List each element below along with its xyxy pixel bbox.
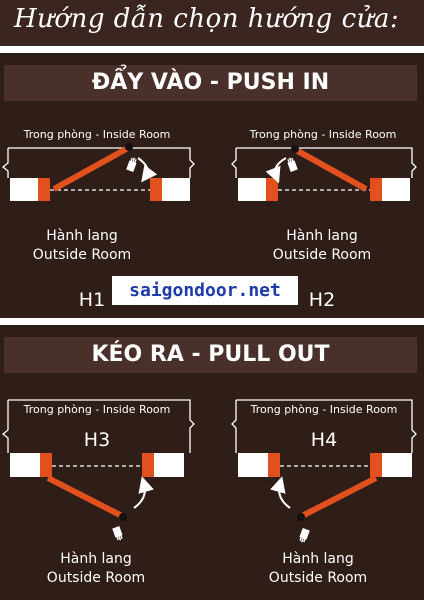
left-frame — [10, 453, 40, 477]
swing-arrow-icon — [137, 157, 158, 183]
hand-push-icon — [126, 157, 137, 172]
right-frame — [162, 178, 190, 201]
right-frame — [382, 453, 412, 477]
pull-out-header: KÉO RA - PULL OUT — [4, 337, 417, 373]
right-jamb — [142, 453, 154, 477]
left-frame — [10, 178, 38, 201]
swing-arrow-icon — [133, 476, 154, 509]
divider-top — [0, 46, 424, 53]
right-jamb — [370, 178, 382, 201]
outside-label-2: Outside Room — [33, 247, 131, 263]
page-title: Hướng dẫn chọn hướng cửa: — [14, 4, 400, 34]
watermark-box: saigondoor.net — [112, 276, 298, 305]
diagram-code: H1 — [79, 289, 105, 311]
outside-label-1: Hành lang — [46, 228, 118, 244]
inside-room-bracket — [231, 399, 417, 453]
right-jamb — [150, 178, 162, 201]
push-in-panel: ĐẨY VÀO - PUSH IN — [0, 53, 424, 318]
right-jamb — [370, 453, 382, 477]
door-handle — [125, 143, 133, 151]
inside-room-bracket — [1, 399, 195, 453]
outside-label-2: Outside Room — [47, 570, 145, 586]
diagram-code: H3 — [84, 429, 110, 451]
door-handle — [119, 513, 127, 521]
push-in-heading: ĐẨY VÀO - PUSH IN — [91, 70, 330, 95]
push-in-header: ĐẨY VÀO - PUSH IN — [4, 65, 417, 101]
left-frame — [238, 453, 268, 477]
door-handle — [297, 513, 305, 521]
swing-arrow-icon — [265, 157, 287, 184]
inside-room-label: Trong phòng - Inside Room — [23, 403, 171, 416]
outside-label-2: Outside Room — [269, 570, 367, 586]
diagram-h4: Trong phòng - Inside Room H4 Hành lang O… — [231, 399, 417, 586]
outside-label-1: Hành lang — [286, 228, 358, 244]
right-frame — [154, 453, 184, 477]
inside-room-label: Trong phòng - Inside Room — [23, 128, 171, 141]
right-frame — [382, 178, 410, 201]
watermark-text: saigondoor.net — [129, 280, 281, 301]
hand-push-icon — [287, 157, 298, 172]
door-leaf — [294, 147, 368, 192]
left-frame — [238, 178, 266, 201]
hand-pull-icon — [112, 526, 123, 541]
hand-pull-icon — [299, 528, 310, 543]
diagram-code: H4 — [311, 429, 337, 451]
inside-room-label: Trong phòng - Inside Room — [250, 403, 398, 416]
divider-middle — [0, 318, 424, 325]
inside-room-bracket — [1, 147, 195, 178]
inside-room-bracket — [231, 147, 417, 178]
door-leaf — [46, 475, 124, 519]
left-jamb — [268, 453, 280, 477]
left-jamb — [38, 178, 50, 201]
outside-label-1: Hành lang — [60, 551, 132, 567]
door-handle — [291, 145, 299, 153]
pull-out-panel: KÉO RA - PULL OUT — [0, 325, 424, 600]
swing-arrow-icon — [270, 476, 291, 509]
outside-label-2: Outside Room — [273, 247, 371, 263]
left-jamb — [266, 178, 278, 201]
outside-label-1: Hành lang — [282, 551, 354, 567]
door-leaf — [300, 475, 378, 519]
diagram-code: H2 — [309, 289, 335, 311]
diagram-h3: Trong phòng - Inside Room H3 Hành lang O… — [1, 399, 195, 586]
pull-out-heading: KÉO RA - PULL OUT — [91, 342, 330, 367]
door-leaf — [52, 145, 130, 192]
inside-room-label: Trong phòng - Inside Room — [249, 128, 397, 141]
diagram-h1: Trong phòng - Inside Room Hành lang Outs… — [1, 128, 195, 311]
left-jamb — [40, 453, 52, 477]
diagram-h2: Trong phòng - Inside Room Hành lang Outs… — [231, 128, 417, 311]
title-bar: Hướng dẫn chọn hướng cửa: — [0, 0, 424, 46]
